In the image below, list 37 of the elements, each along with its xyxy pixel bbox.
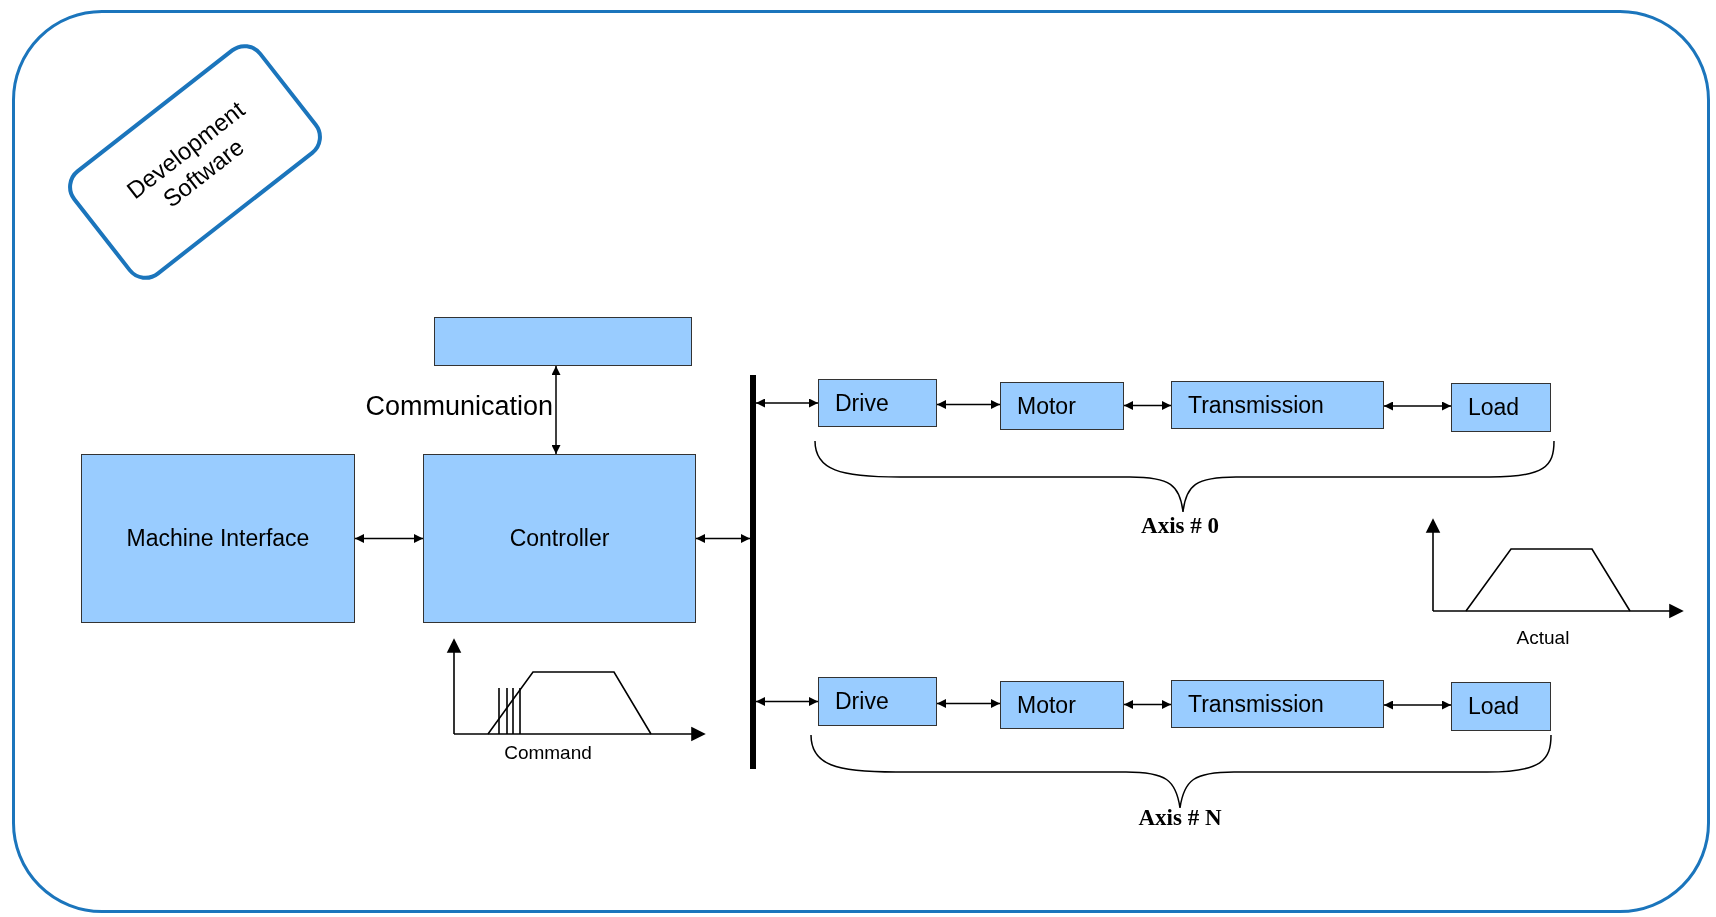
double-arrow xyxy=(551,365,561,455)
block-box xyxy=(423,454,696,623)
block-box xyxy=(818,677,937,726)
block-label: Motor xyxy=(1017,693,1076,717)
block-box xyxy=(434,317,692,366)
double-arrow xyxy=(755,398,819,408)
axis-label: Axis # N xyxy=(1137,806,1223,829)
block-box xyxy=(818,379,937,427)
block-box xyxy=(1000,681,1124,729)
double-arrow xyxy=(1123,401,1172,410)
double-arrow xyxy=(695,534,751,543)
double-arrow xyxy=(936,400,1001,409)
double-arrow xyxy=(1123,700,1172,709)
double-arrow xyxy=(354,534,424,543)
axis-label: Axis # 0 xyxy=(1140,514,1220,537)
block-label: Machine Interface xyxy=(126,527,310,550)
chart-caption: Command xyxy=(503,743,593,762)
block-box xyxy=(1451,383,1551,432)
block-box xyxy=(81,454,355,623)
block-label: Transmission xyxy=(1188,393,1324,417)
block-box xyxy=(1171,381,1384,429)
block-label: Controller xyxy=(509,527,610,550)
block-label: Motor xyxy=(1017,394,1076,418)
double-arrow xyxy=(1383,700,1452,710)
block-box xyxy=(1000,382,1124,430)
double-arrow xyxy=(755,697,819,706)
block-box xyxy=(1171,680,1384,728)
block-label: Load xyxy=(1468,695,1520,718)
block-label: Drive xyxy=(835,690,889,713)
chart-caption: Actual xyxy=(1515,628,1571,647)
block-box xyxy=(1451,682,1551,731)
block-label: Transmission xyxy=(1188,692,1324,716)
block-label: Load xyxy=(1468,396,1520,419)
block-label: Drive xyxy=(835,391,889,415)
bus-bar xyxy=(750,375,756,769)
double-arrow xyxy=(1383,401,1452,411)
double-arrow xyxy=(936,699,1001,708)
